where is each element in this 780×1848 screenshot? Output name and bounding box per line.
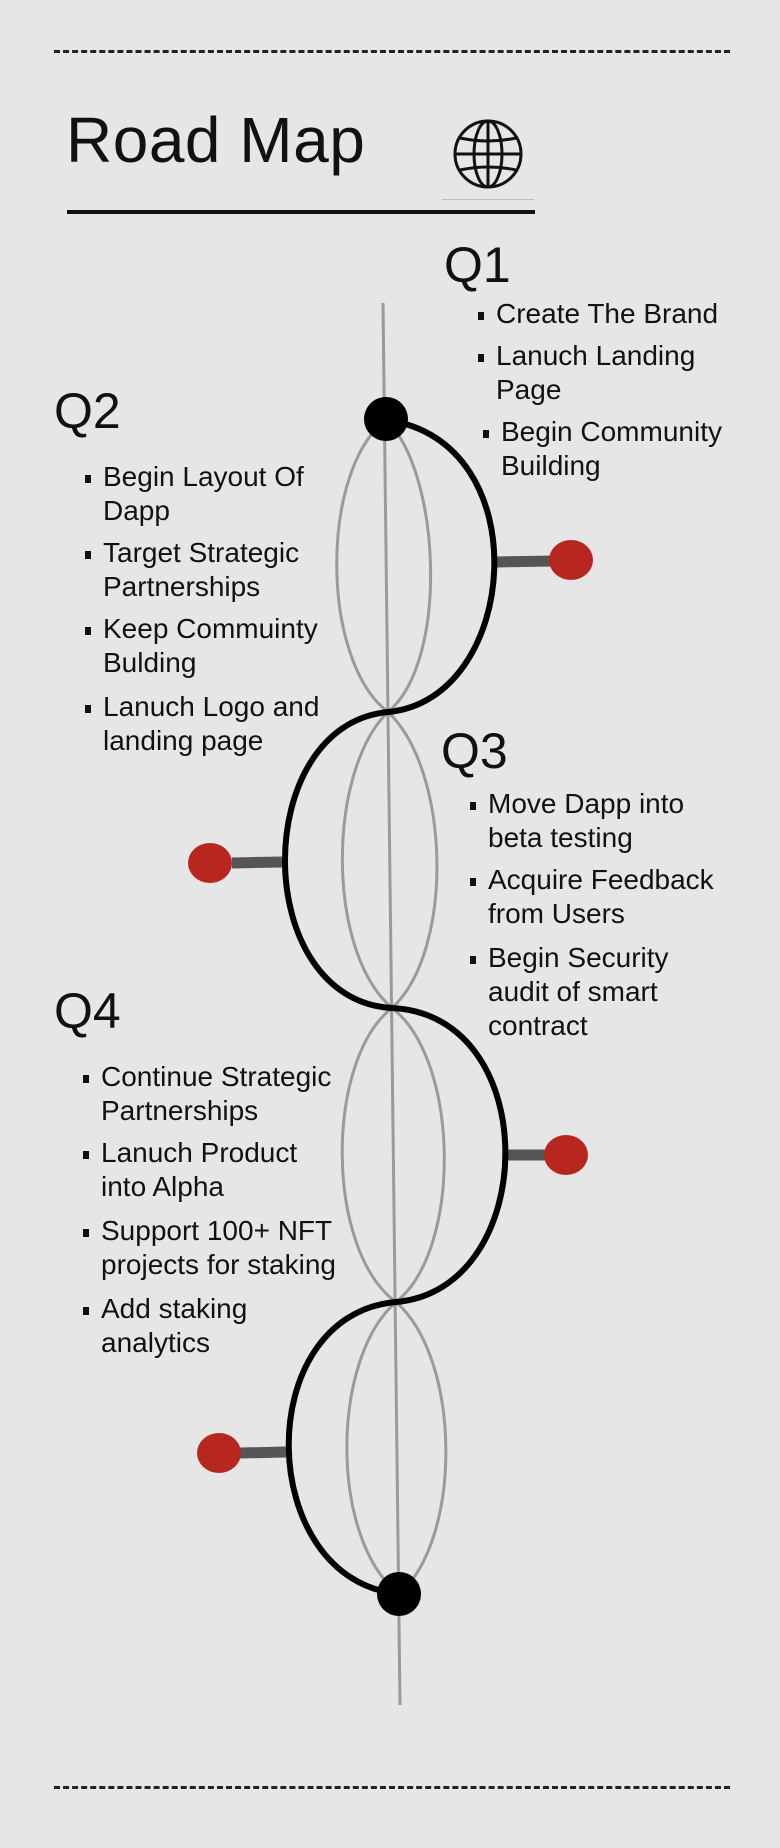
q2-label: Q2 (54, 383, 121, 439)
q2-milestone-marker (188, 843, 232, 883)
q1-list: Create The Brand Lanuch Landing Page Beg… (478, 297, 768, 483)
q3-list: Move Dapp into beta testing Acquire Feed… (470, 787, 750, 1043)
path-end-dot (377, 1572, 421, 1616)
list-item: Begin Community Building (483, 415, 751, 483)
center-guide-line (381, 302, 402, 1706)
list-item: Continue Strategic Partnerships (83, 1060, 351, 1128)
q1-milestone-marker (549, 540, 593, 580)
page-title: Road Map (66, 104, 366, 176)
list-item: Lanuch Landing Page (478, 339, 726, 407)
list-item: Create The Brand (478, 297, 768, 331)
q3-label: Q3 (441, 723, 508, 779)
q4-list: Continue Strategic Partnerships Lanuch P… (83, 1060, 353, 1360)
list-item: Add staking analytics (83, 1292, 301, 1360)
list-item: Target Strategic Partnerships (85, 536, 333, 604)
list-item: Acquire Feedback from Users (470, 863, 738, 931)
q1-label: Q1 (444, 237, 511, 293)
dashed-divider-top (54, 50, 730, 53)
globe-underline (442, 199, 534, 200)
marker-stems (231, 555, 556, 1459)
q4-label: Q4 (54, 983, 121, 1039)
dashed-divider-bottom (54, 1786, 730, 1789)
path-start-dot (364, 397, 408, 441)
list-item: Keep Commuinty Bulding (85, 612, 353, 680)
guide-lobes (335, 418, 448, 1596)
list-item: Lanuch Product into Alpha (83, 1136, 331, 1204)
list-item: Move Dapp into beta testing (470, 787, 718, 855)
q3-milestone-marker (544, 1135, 588, 1175)
list-item: Support 100+ NFT projects for staking (83, 1214, 351, 1282)
list-item: Begin Security audit of smart contract (470, 941, 688, 1043)
roadmap-path (282, 417, 509, 1597)
q4-milestone-marker (197, 1433, 241, 1473)
q2-list: Begin Layout Of Dapp Target Strategic Pa… (85, 460, 345, 758)
globe-icon (453, 119, 523, 189)
list-item: Lanuch Logo and landing page (85, 690, 343, 758)
title-underline (67, 210, 535, 214)
list-item: Begin Layout Of Dapp (85, 460, 333, 528)
